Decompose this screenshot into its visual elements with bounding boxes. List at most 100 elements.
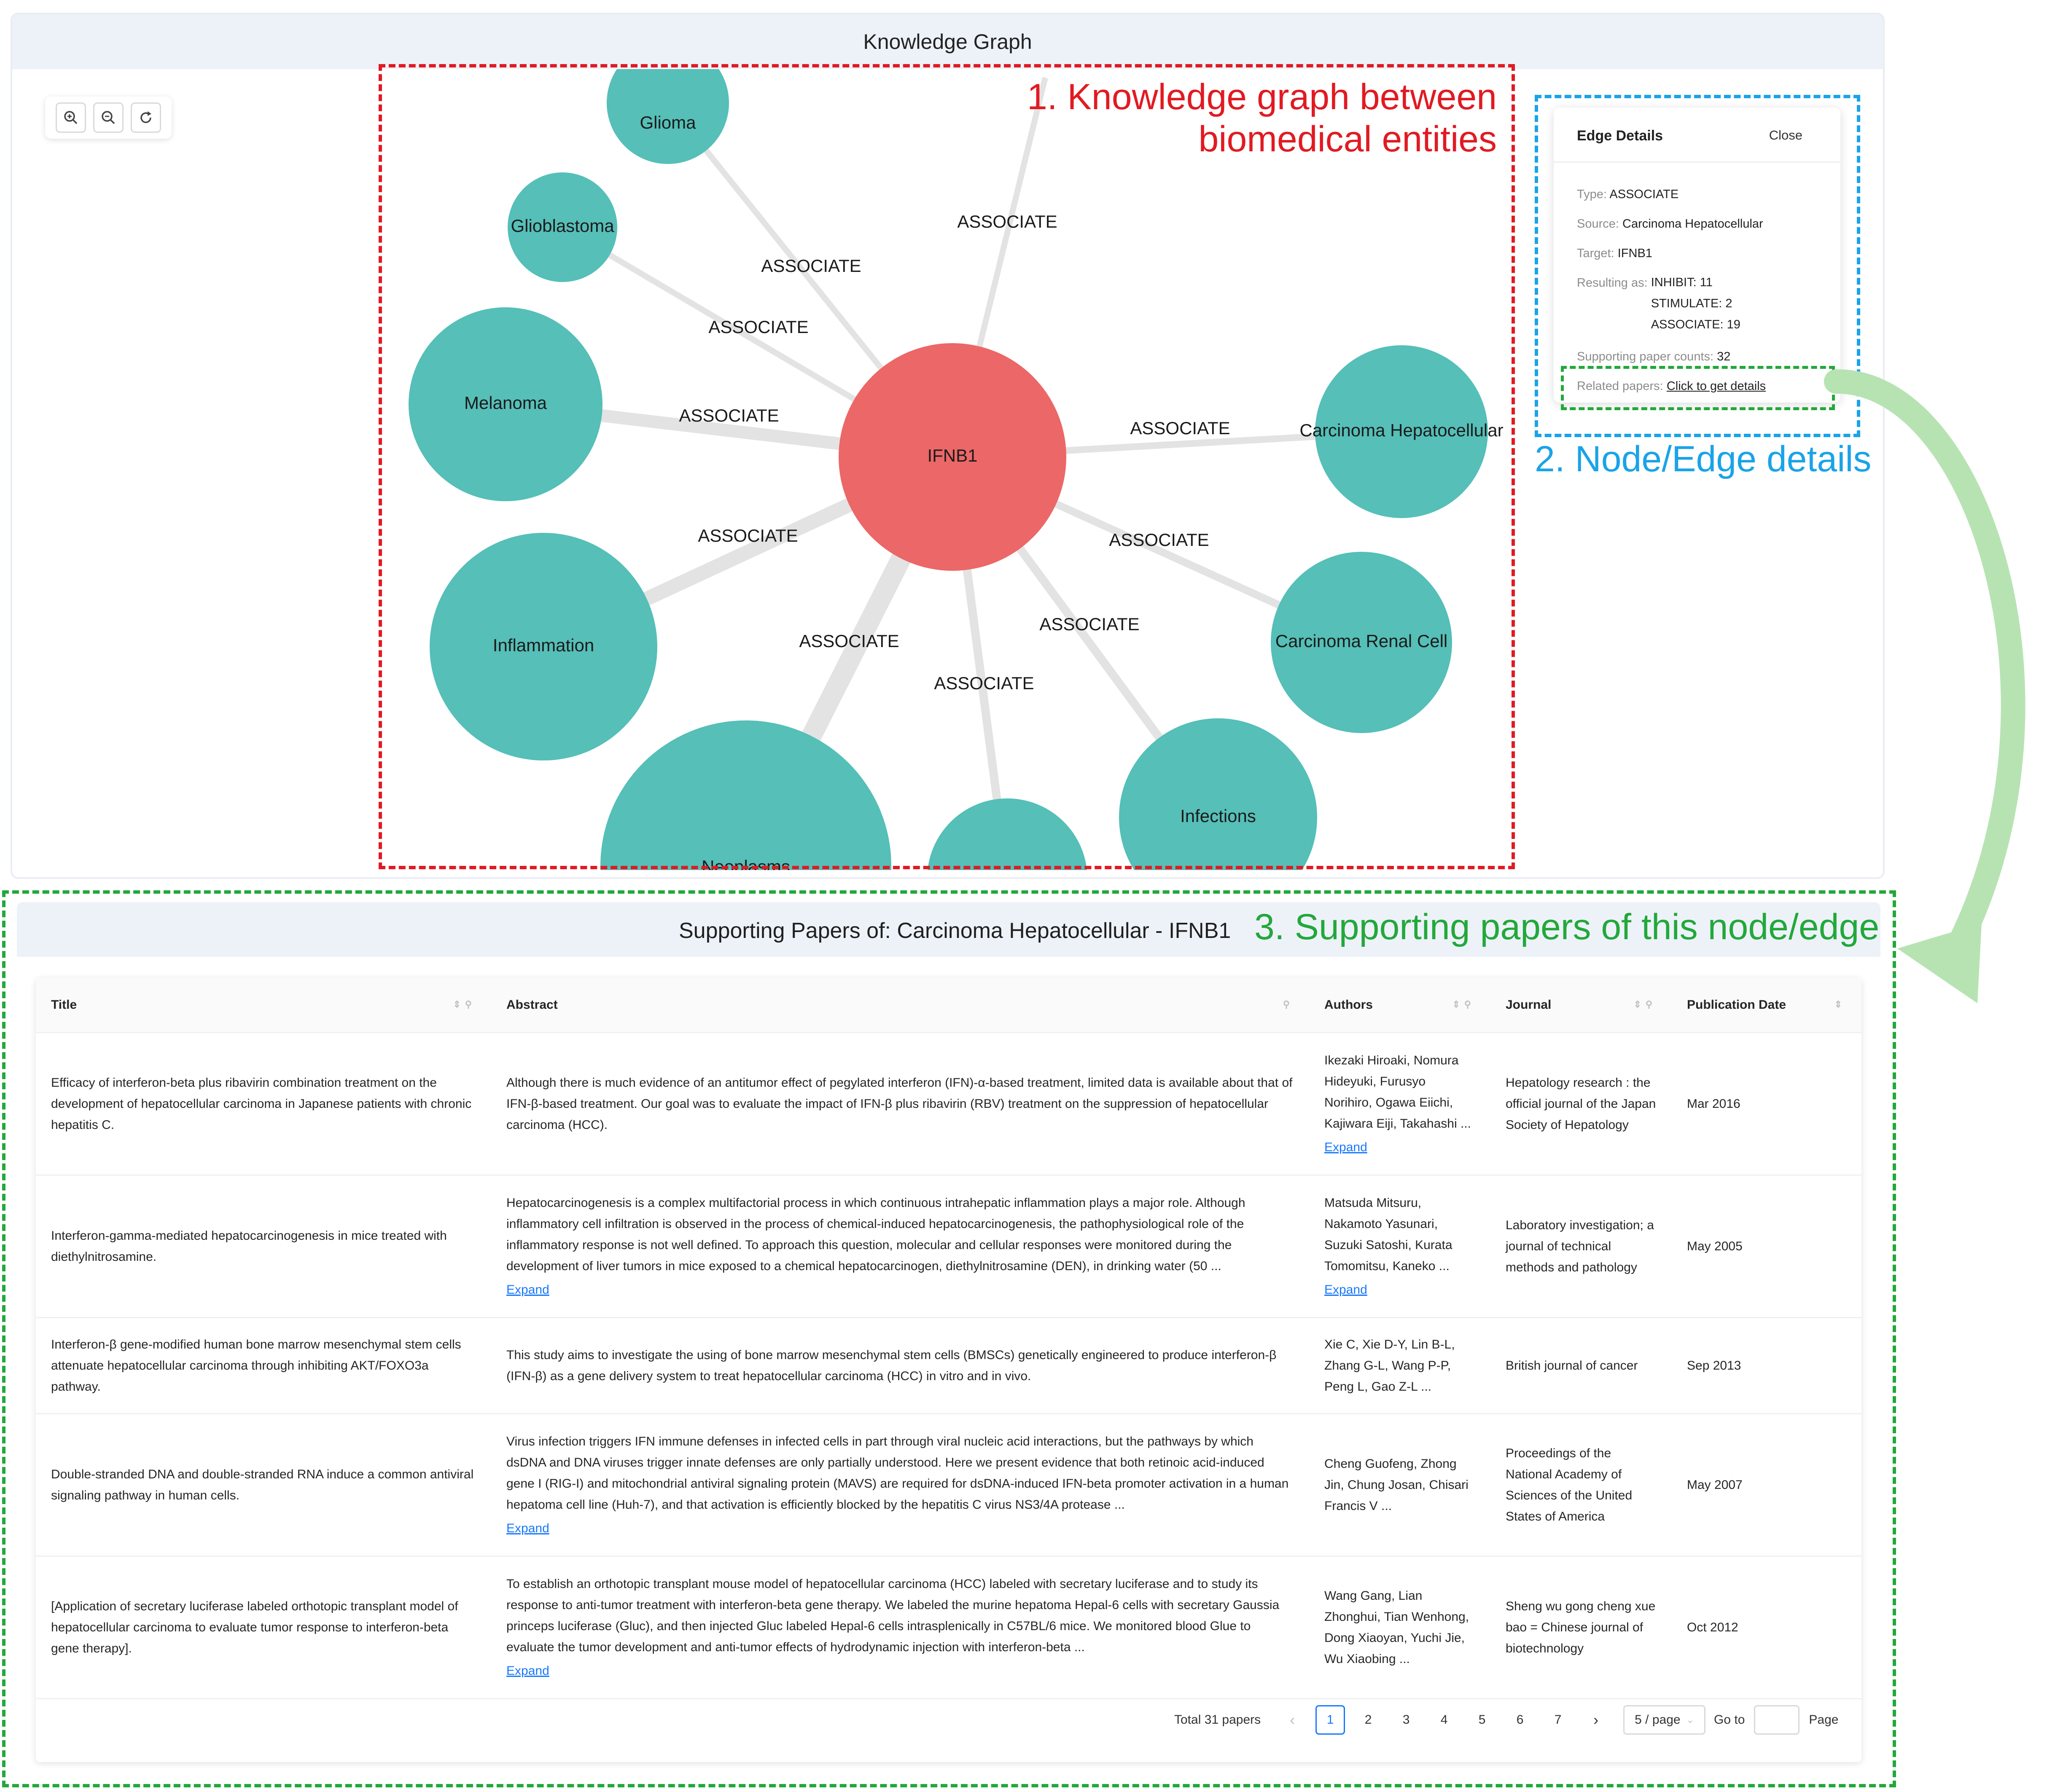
sort-icon[interactable]: ⇕ [1834,999,1846,1010]
graph-node[interactable] [1315,345,1488,518]
page-button-2[interactable]: 2 [1364,1713,1372,1727]
column-abstract-label: Abstract [506,998,558,1012]
page-size-select[interactable]: 5 / page ⌄ [1623,1705,1706,1735]
graph-center-node[interactable] [839,343,1066,571]
page-button-6[interactable]: 6 [1516,1713,1524,1727]
graph-node[interactable] [1271,552,1452,733]
graph-node[interactable] [409,307,603,501]
paper-abstract: To establish an orthotopic transplant mo… [491,1556,1309,1699]
edge-type-value: ASSOCIATE [1609,188,1679,201]
paper-count-value: 32 [1717,350,1731,363]
edge-label[interactable]: ASSOCIATE [761,256,861,276]
edge-label[interactable]: ASSOCIATE [708,317,808,337]
paper-journal-text: Sheng wu gong cheng xue bao = Chinese jo… [1506,1599,1656,1655]
paper-title: Interferon-gamma-mediated hepatocarcinog… [36,1175,491,1318]
column-authors-label: Authors [1324,998,1373,1012]
prev-page-chevron-icon[interactable]: ‹ [1290,1711,1295,1728]
column-title-label: Title [51,998,77,1012]
sort-search-icons[interactable]: ⇕⚲ [1452,999,1475,1010]
edge-target-label: Target: [1577,247,1614,260]
graph-node[interactable] [1119,718,1317,881]
paper-authors-text: Cheng Guofeng, Zhong Jin, Chung Josan, C… [1324,1456,1469,1513]
graph-annotation-box [379,64,1515,869]
column-header-journal[interactable]: Journal ⇕⚲ [1490,978,1672,1033]
graph-node[interactable] [508,172,617,282]
paper-date: Oct 2012 [1672,1556,1861,1699]
edge-label[interactable]: ASSOCIATE [799,631,899,651]
graph-node[interactable] [927,798,1087,881]
graph-canvas[interactable]: ASSOCIATE ASSOCIATE ASSOCIATE ASSOCIATE ASSO… [12,14,1886,881]
goto-page-input[interactable] [1754,1705,1800,1735]
paper-abstract: This study aims to investigate the using… [491,1317,1309,1414]
edge-label[interactable]: ASSOCIATE [698,526,798,545]
graph-node[interactable] [430,533,657,760]
graph-node[interactable] [600,720,891,881]
zoom-out-icon [102,111,115,124]
edge-label[interactable]: ASSOCIATE [679,406,779,425]
paper-authors: Wang Gang, Lian Zhonghui, Tian Wenhong, … [1309,1556,1490,1699]
zoom-in-button[interactable] [55,102,86,133]
paper-journal: Proceedings of the National Academy of S… [1490,1413,1672,1557]
goto-label: Go to [1714,1713,1745,1727]
search-icon[interactable]: ⚲ [1283,999,1294,1010]
graph-annotation-text: 1. Knowledge graph between biomedical en… [1027,77,1497,159]
paper-title: Efficacy of interferon-beta plus ribavir… [36,1032,491,1176]
expand-link[interactable]: Expand [1324,1140,1367,1154]
knowledge-graph-header: Knowledge Graph [12,14,1883,69]
edge-target-value: IFNB1 [1617,247,1652,260]
paper-date-text: May 2005 [1687,1239,1743,1253]
edge-details-title: Edge Details [1577,128,1663,144]
edge-label[interactable]: ASSOCIATE [1039,614,1139,634]
paper-title: Double-stranded DNA and double-stranded … [36,1413,491,1557]
refresh-icon [140,111,152,123]
column-header-date[interactable]: Publication Date ⇕ [1672,978,1861,1033]
sort-search-icons[interactable]: ⇕⚲ [1633,999,1657,1010]
column-header-abstract[interactable]: Abstract ⚲ [491,978,1309,1033]
zoom-toolbar [45,97,172,139]
page-button-1[interactable]: 1 [1315,1705,1345,1735]
paper-abstract-text: Virus infection triggers IFN immune defe… [506,1434,1289,1512]
table-row: Double-stranded DNA and double-stranded … [36,1413,1861,1557]
column-header-title[interactable]: Title ⇕⚲ [36,978,491,1033]
zoom-out-button[interactable] [93,102,124,133]
table-row: Interferon-β gene-modified human bone ma… [36,1317,1861,1414]
edge-label[interactable]: ASSOCIATE [1109,530,1209,550]
sort-search-icons[interactable]: ⇕⚲ [453,999,476,1010]
related-papers-label: Related papers: [1577,379,1663,393]
paper-title-text: Interferon-β gene-modified human bone ma… [51,1337,461,1394]
expand-link[interactable]: Expand [506,1663,549,1678]
paper-title-text: [Application of secretary luciferase lab… [51,1599,458,1655]
papers-annotation-text: 3. Supporting papers of this node/edge [1254,907,1880,947]
edge-type-row: Type: ASSOCIATE [1577,188,1678,201]
close-button[interactable]: Close [1769,128,1802,142]
page-button-7[interactable]: 7 [1554,1713,1562,1727]
page-button-5[interactable]: 5 [1478,1713,1486,1727]
paper-date: May 2005 [1672,1175,1861,1318]
paper-title: [Application of secretary luciferase lab… [36,1556,491,1699]
column-header-authors[interactable]: Authors ⇕⚲ [1309,978,1490,1033]
edge-source-label: Source: [1577,217,1619,231]
paper-date-text: Oct 2012 [1687,1620,1738,1634]
edge-label[interactable]: ASSOCIATE [934,673,1034,693]
page-button-4[interactable]: 4 [1440,1713,1448,1727]
next-page-chevron-icon[interactable]: › [1593,1711,1599,1728]
edge-label[interactable]: ASSOCIATE [957,212,1057,231]
edge-label[interactable]: ASSOCIATE [1130,418,1230,438]
expand-link[interactable]: Expand [1324,1282,1367,1297]
paper-authors: Cheng Guofeng, Zhong Jin, Chung Josan, C… [1309,1413,1490,1557]
supporting-papers-title: Supporting Papers of: Carcinoma Hepatoce… [679,919,1231,943]
paper-title-text: Double-stranded DNA and double-stranded … [51,1467,474,1502]
expand-link[interactable]: Expand [506,1282,549,1297]
chevron-down-icon: ⌄ [1686,1714,1695,1725]
paper-count-row: Supporting paper counts: 32 [1577,350,1730,364]
reset-view-button[interactable] [131,102,161,133]
paper-abstract: Virus infection triggers IFN immune defe… [491,1413,1309,1557]
paper-abstract-text: To establish an orthotopic transplant mo… [506,1577,1280,1654]
expand-link[interactable]: Expand [506,1521,549,1535]
paper-journal-text: Hepatology research : the official journ… [1506,1075,1656,1132]
page-button-3[interactable]: 3 [1402,1713,1410,1727]
paper-authors: Xie C, Xie D-Y, Lin B-L, Zhang G-L, Wang… [1309,1317,1490,1414]
table-row: [Application of secretary luciferase lab… [36,1556,1861,1699]
graph-node[interactable] [607,42,729,164]
related-papers-link[interactable]: Click to get details [1666,379,1766,393]
